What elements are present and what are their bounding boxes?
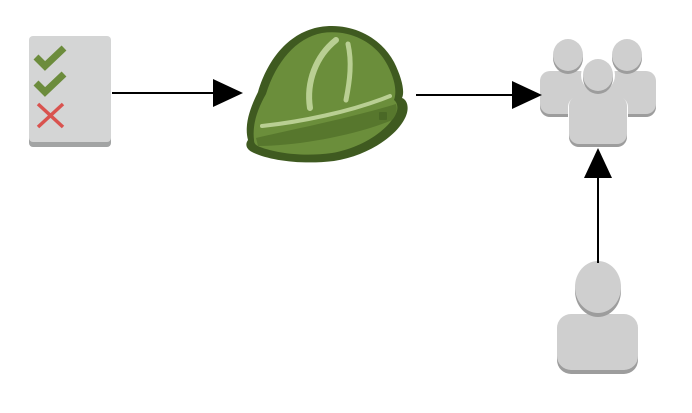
checkmark-icon — [33, 45, 67, 71]
hard-hat-icon — [246, 25, 408, 163]
arrowhead-icon — [213, 79, 243, 107]
edge-checklist-to-hard-hat — [112, 79, 243, 107]
user-icon — [568, 58, 628, 147]
edge-user-to-user-group — [584, 148, 612, 263]
checkmark-icon — [33, 71, 67, 97]
edge-hard-hat-to-user-group — [416, 81, 542, 109]
cross-icon — [36, 102, 65, 129]
arrowhead-icon — [584, 148, 612, 178]
user-group-icon — [540, 39, 656, 147]
arrowhead-icon — [512, 81, 542, 109]
checklist-icon — [29, 36, 111, 147]
single-user-icon — [557, 261, 638, 374]
